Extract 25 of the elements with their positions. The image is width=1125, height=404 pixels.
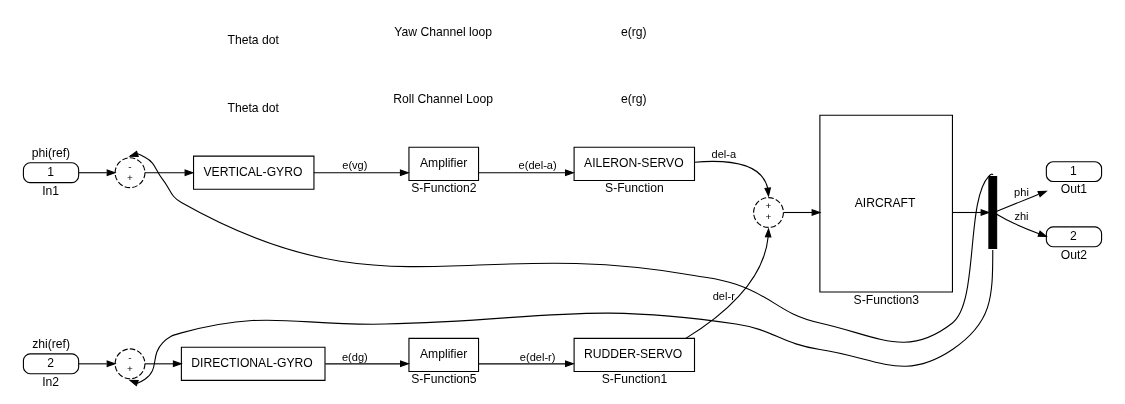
edge-label: e(del-r) (519, 350, 556, 363)
edge-label: phi (1014, 185, 1029, 198)
label: Yaw Channel loop (394, 24, 493, 39)
edge-label: zhi (1014, 210, 1029, 223)
node-label: phi(ref) (31, 146, 71, 161)
node-label: S-Function5 (411, 372, 477, 387)
edge-label: e(dg) (341, 350, 368, 363)
edge-label: e(del-a) (518, 159, 557, 172)
node-label: S-Function2 (411, 181, 477, 196)
edge-label: e(vg) (342, 159, 368, 172)
label: Theta dot (227, 100, 279, 115)
node-label: Out2 (1060, 247, 1088, 262)
node-label: Out1 (1060, 182, 1088, 197)
label: e(rg) (620, 91, 647, 106)
edge-label: del-a (711, 148, 737, 161)
node-label: zhi(ref) (32, 337, 71, 352)
node-label: S-Function1 (601, 372, 668, 387)
node-label: S-Function3 (853, 292, 920, 307)
label: Theta dot (227, 33, 279, 48)
node-label: S-Function (605, 181, 664, 196)
label: e(rg) (620, 24, 647, 39)
edge-label: del-r (712, 289, 735, 302)
label: Roll Channel Loop (393, 91, 494, 106)
node-label: In1 (42, 183, 60, 198)
node-label: In2 (42, 374, 60, 389)
